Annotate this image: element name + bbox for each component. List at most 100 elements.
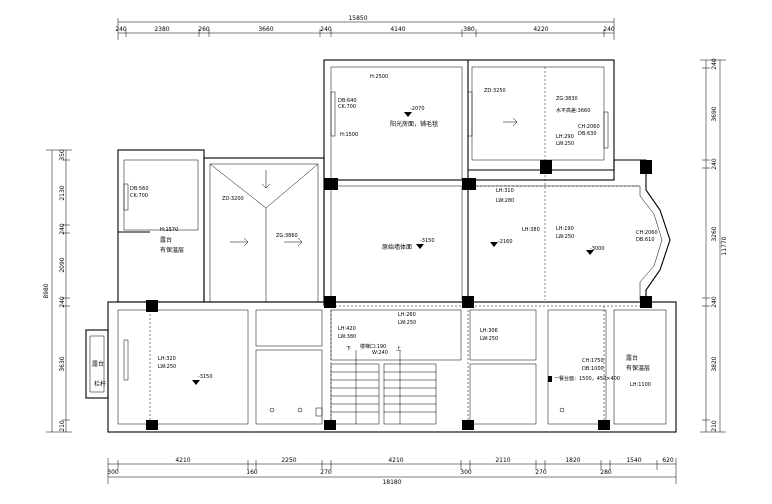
right-dim-6: 210 — [711, 420, 718, 432]
r1-ck: CK:700 — [338, 104, 356, 110]
bottom-dim-12: 620 — [662, 457, 674, 464]
bottom-dim-ticks — [117, 460, 658, 470]
top-dim-7: 4220 — [533, 26, 548, 33]
left-balcony-name: 露台 — [92, 360, 104, 368]
r1-level: -2070 — [410, 106, 425, 112]
stair-lh: LH:260 — [398, 312, 416, 318]
top-total-dim: 15850 — [348, 15, 367, 22]
r2-lw: LW:250 — [556, 141, 574, 147]
top-dim-2: 260 — [198, 26, 210, 33]
bottom-lw: LW:380 — [338, 334, 356, 340]
bottom-dim-3: 2250 — [281, 457, 296, 464]
bl-level: -3150 — [198, 374, 213, 380]
bl-lw: LW:250 — [158, 364, 176, 370]
r1-db: DB:640 — [338, 98, 357, 104]
r2-lh: LH:290 — [556, 134, 574, 140]
bottom-dim-2: 160 — [246, 469, 258, 476]
top-dim-0: 240 — [115, 26, 127, 33]
living-level: -3150 — [420, 238, 435, 244]
r1-height: H:2500 — [370, 74, 388, 80]
bottom-dim-0: 300 — [107, 469, 119, 476]
r2-rise: 水平高差:3660 — [556, 107, 590, 114]
bottom-dim-1: 4210 — [175, 457, 190, 464]
r2-db: DB:630 — [578, 131, 597, 137]
right-dim-ticks — [702, 67, 710, 421]
right-dim-0: 240 — [711, 58, 718, 70]
br-note: 一餐台面：1500，450×400 — [554, 375, 620, 382]
left-dim-4: 240 — [59, 296, 66, 308]
br-lw: LW:250 — [480, 336, 498, 342]
bottom-dim-5: 4210 — [388, 457, 403, 464]
l1-h: H:1570 — [160, 227, 178, 233]
left-dim-2: 240 — [59, 223, 66, 235]
right-dim-5: 3820 — [711, 356, 718, 371]
bottom-dim-9: 1820 — [565, 457, 580, 464]
structural-columns — [146, 160, 652, 430]
l1-room-sub: 有保温层 — [160, 246, 184, 254]
top-dim-6: 380 — [463, 26, 475, 33]
windows — [123, 91, 609, 381]
stair-note: 楼梯口:190 — [360, 343, 386, 350]
l1-room-name: 露台 — [160, 236, 172, 244]
right-total-dim: 11770 — [721, 236, 728, 255]
top-dim-8: 240 — [603, 26, 615, 33]
bottom-dim-4: 270 — [320, 469, 332, 476]
br-ch: CH:1750 — [582, 358, 604, 364]
right-level: -2160 — [498, 239, 513, 245]
stair-width: W:240 — [372, 350, 388, 356]
right-lh: LH:380 — [522, 227, 540, 233]
bottom-lh: LH:420 — [338, 326, 356, 332]
top-dim-1: 2380 — [154, 26, 169, 33]
bottom-dim-6: 300 — [460, 469, 472, 476]
r2-ch: CH:2060 — [578, 124, 600, 130]
right-dim-3: 3260 — [711, 226, 718, 241]
r1-room-name: 阳光房面，铺毛毯 — [390, 120, 438, 128]
br-lh: LH:306 — [480, 328, 498, 334]
left-dim-ticks — [62, 159, 70, 421]
arrow-icons — [230, 117, 518, 247]
right-dim-2: 240 — [711, 158, 718, 170]
hall-zg: ZG:3860 — [276, 233, 298, 239]
bay-db: DB:610 — [636, 237, 655, 243]
bottom-dim-8: 270 — [535, 469, 547, 476]
left-dim-0: 350 — [59, 149, 66, 161]
right-dim-1: 3690 — [711, 106, 718, 121]
stair-up: 上 — [396, 345, 401, 352]
terrace-sub: 有保温层 — [626, 364, 650, 372]
r1-h2: H:1500 — [340, 132, 358, 138]
terrace-lh: LH:1100 — [630, 382, 651, 388]
stair-down: 下 — [346, 346, 351, 352]
l1-db: DB:560 — [130, 186, 149, 192]
top-dim-5: 4140 — [390, 26, 405, 33]
r2-zd: ZD:3250 — [484, 88, 506, 94]
living-lw: LW:280 — [496, 198, 514, 204]
fixtures — [269, 376, 608, 428]
top-dim-ticks — [125, 29, 605, 37]
left-dim-6: 210 — [59, 420, 66, 432]
left-dim-3: 2090 — [59, 257, 66, 272]
right-lh2: LH:190 — [556, 226, 574, 232]
hall-zd: ZD:3200 — [222, 196, 244, 202]
bl-lh: LH:320 — [158, 356, 176, 362]
bottom-dim-7: 2110 — [495, 457, 510, 464]
living-lh: LH:310 — [496, 188, 514, 194]
bottom-dim-11: 1540 — [626, 457, 641, 464]
right-level2: -3000 — [590, 246, 605, 252]
top-dim-3: 3660 — [258, 26, 273, 33]
left-total-dim: 8980 — [43, 283, 50, 298]
bay-ch: CH:2060 — [636, 230, 658, 236]
left-dim-1: 2130 — [59, 185, 66, 200]
level-marker-icons — [192, 112, 594, 385]
stair-treads — [331, 350, 436, 424]
r2-zg: ZG:3830 — [556, 96, 578, 102]
top-dim-4: 240 — [320, 26, 332, 33]
bottom-dim-10: 280 — [600, 469, 612, 476]
bottom-total-dim: 18180 — [382, 479, 401, 486]
right-lw2: LW:250 — [556, 234, 574, 240]
terrace-name: 露台 — [626, 354, 638, 362]
right-dim-4: 240 — [711, 296, 718, 308]
stair-lw: LW:250 — [398, 320, 416, 326]
living-room-name: 原始墙体面 — [382, 243, 412, 251]
br-db: DB:1000 — [582, 366, 604, 372]
